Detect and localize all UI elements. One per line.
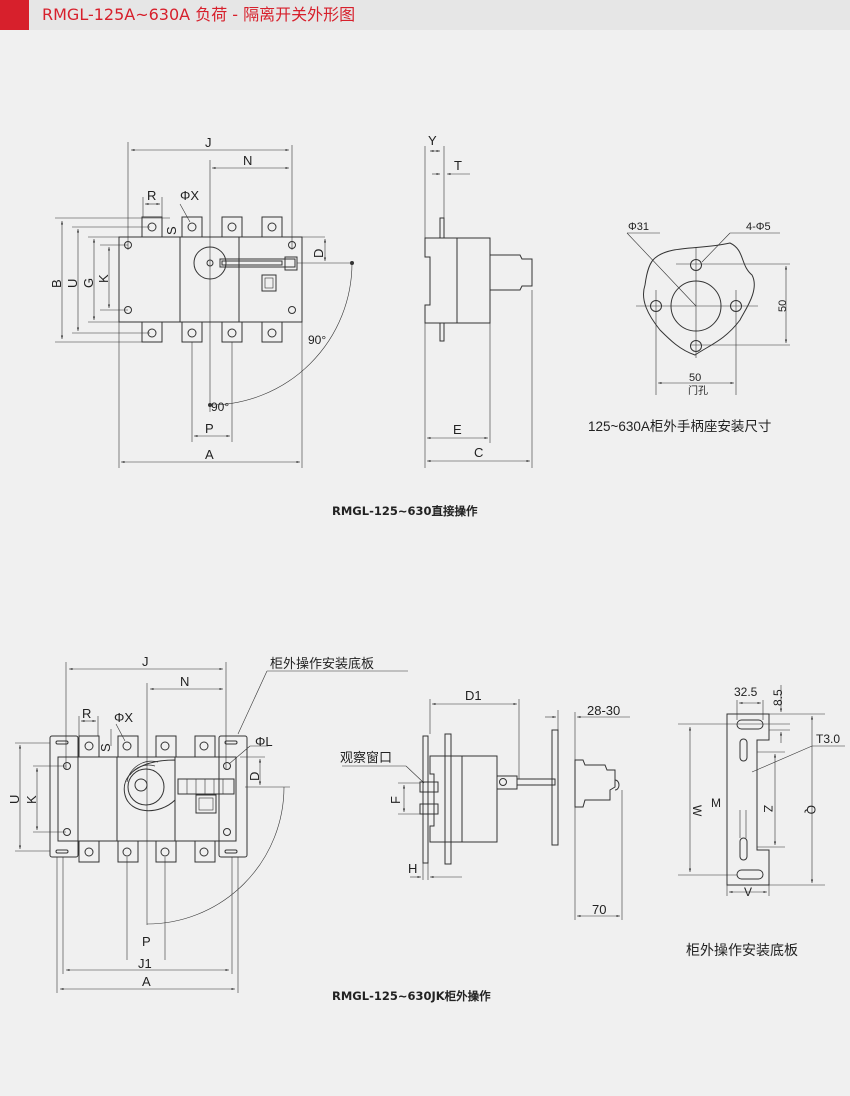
svg-text:U: U: [7, 795, 22, 804]
svg-text:32.5: 32.5: [734, 685, 758, 699]
svg-text:D1: D1: [465, 688, 482, 703]
svg-text:柜外操作安装底板: 柜外操作安装底板: [686, 942, 798, 958]
svg-text:E: E: [453, 422, 462, 437]
svg-text:Z: Z: [761, 805, 775, 812]
svg-text:J: J: [205, 135, 212, 150]
fig2-caption: RMGL-125~630JK柜外操作: [332, 989, 491, 1003]
fig2-side-view: D1 28-30 70 H F 观察窗口: [340, 688, 630, 920]
svg-text:T3.0: T3.0: [816, 732, 840, 746]
page-header: RMGL-125A~630A 负荷 - 隔离开关外形图: [0, 0, 850, 30]
svg-text:U: U: [65, 279, 80, 288]
svg-text:P: P: [142, 934, 151, 949]
svg-text:ΦL: ΦL: [255, 734, 273, 749]
svg-text:ΦX: ΦX: [180, 188, 199, 203]
svg-text:G: G: [81, 278, 96, 288]
svg-text:S: S: [98, 743, 113, 752]
svg-text:8.5: 8.5: [771, 689, 785, 706]
switch-body: [118, 236, 303, 323]
page-title: RMGL-125A~630A 负荷 - 隔离开关外形图: [42, 5, 356, 24]
svg-text:J1: J1: [138, 956, 152, 971]
fig2-front-view: J N R ΦX ΦL P J1 A U K S D 柜外操作安装底板: [7, 654, 408, 993]
fig1-handle-mount: Φ31 4-Φ5 50 门孔 50 125~630A柜外手柄座安装尺寸: [588, 221, 790, 434]
fig2-mounting-plate: 32.5 8.5 T3.0 W M Z Q V 柜外操作安装底板: [678, 685, 845, 958]
svg-text:W: W: [690, 805, 704, 817]
svg-text:28-30: 28-30: [587, 703, 620, 718]
svg-text:门孔: 门孔: [688, 384, 708, 397]
svg-text:125~630A柜外手柄座安装尺寸: 125~630A柜外手柄座安装尺寸: [588, 419, 771, 434]
svg-text:A: A: [205, 447, 214, 462]
svg-text:Φ31: Φ31: [628, 221, 649, 233]
svg-text:K: K: [96, 274, 111, 283]
svg-text:90°: 90°: [211, 400, 229, 414]
svg-text:ΦX: ΦX: [114, 710, 133, 725]
svg-text:V: V: [744, 885, 752, 899]
fig1-caption: RMGL-125~630直接操作: [332, 504, 478, 518]
svg-text:N: N: [243, 153, 252, 168]
svg-text:J: J: [142, 654, 149, 669]
svg-text:70: 70: [592, 902, 606, 917]
svg-text:R: R: [147, 188, 156, 203]
fig1-front-view: J N R ΦX 90° 90° P A B U G K S D: [49, 135, 354, 468]
svg-text:A: A: [142, 974, 151, 989]
fig1-front-dim-labels: J N R ΦX 90° 90° P A: [147, 135, 326, 462]
svg-text:Y: Y: [428, 133, 437, 148]
svg-text:50: 50: [689, 372, 701, 384]
svg-text:B: B: [49, 279, 64, 288]
svg-text:D: D: [247, 772, 262, 781]
svg-text:R: R: [82, 706, 91, 721]
svg-text:T: T: [454, 158, 462, 173]
header-accent-bar: [0, 0, 29, 30]
terminals-top: [141, 216, 283, 238]
svg-text:观察窗口: 观察窗口: [340, 750, 392, 765]
fig1-side-view: Y T E C: [424, 133, 533, 468]
svg-text:M: M: [711, 796, 721, 810]
svg-text:90°: 90°: [308, 333, 326, 347]
svg-text:D: D: [311, 249, 326, 258]
svg-text:F: F: [388, 796, 403, 804]
svg-text:柜外操作安装底板: 柜外操作安装底板: [270, 656, 374, 671]
svg-text:50: 50: [777, 300, 789, 312]
svg-text:S: S: [164, 226, 179, 235]
fig2-terminals: [78, 735, 216, 863]
svg-text:N: N: [180, 674, 189, 689]
svg-text:Q: Q: [804, 805, 818, 814]
svg-text:P: P: [205, 421, 214, 436]
svg-text:4-Φ5: 4-Φ5: [746, 221, 771, 233]
svg-text:K: K: [24, 795, 39, 804]
svg-text:C: C: [474, 445, 483, 460]
svg-text:H: H: [408, 861, 417, 876]
terminals-bottom: [141, 321, 283, 343]
